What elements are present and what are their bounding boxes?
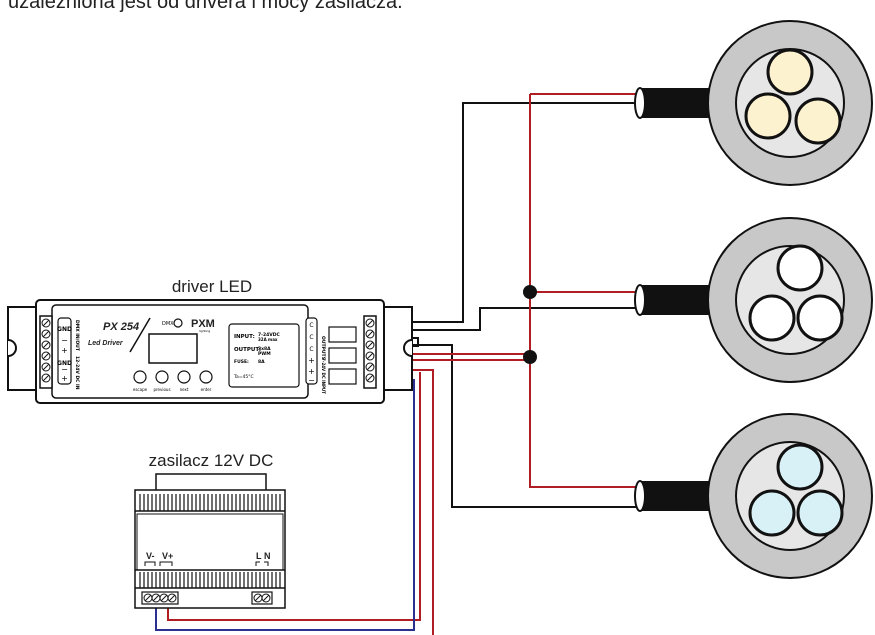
cable-lamp2 [634, 284, 718, 316]
psu-ribs-bottom [139, 572, 281, 588]
led-warm-top [766, 48, 814, 96]
driver-window-2 [328, 347, 357, 364]
wire-black-lamp3 [403, 344, 636, 508]
driver-spec-panel [228, 323, 300, 388]
svg-text:+: + [61, 346, 68, 355]
led-neutral-left [748, 294, 796, 342]
spec-output-val: 3x8A [258, 346, 271, 352]
cable-lamp3 [634, 480, 718, 512]
led-cold-top [776, 443, 824, 491]
psu-face-panel [136, 513, 284, 571]
led-warm-right [794, 97, 842, 145]
led-warm-left [744, 92, 792, 140]
svg-text:GND: GND [57, 360, 72, 367]
lamp-cold [707, 413, 873, 579]
psu-label-vminus: V- [146, 551, 155, 561]
driver-dmx-led [173, 318, 183, 328]
driver-caption: driver LED [172, 277, 252, 296]
power-supply: V- V+ L N [134, 473, 286, 609]
svg-text:−: − [308, 376, 315, 385]
driver-button-previous[interactable] [155, 370, 169, 384]
driver-terminals-right [363, 315, 377, 389]
driver-button-label-previous: previous [153, 387, 170, 392]
junction-dot-lower [523, 350, 537, 364]
spec-fuse-key: FUSE: [234, 359, 249, 365]
svg-text:−: − [61, 365, 68, 374]
spec-output-val2: PWM [258, 351, 271, 357]
led-neutral-top [776, 244, 824, 292]
driver-dmx-label: DMX [162, 321, 174, 327]
svg-text:−: − [61, 336, 68, 345]
spec-input-val: 7-24VDC [258, 332, 280, 338]
wire-red-common [403, 93, 636, 488]
wire-red-psu [380, 369, 434, 635]
driver-display [148, 333, 198, 364]
svg-text:+: + [61, 374, 68, 383]
spec-fuse-val: 8A [258, 359, 265, 365]
cable-stubs [634, 87, 718, 512]
psu-terminals-dc [141, 591, 179, 605]
psu-caption: zasilacz 12V DC [149, 451, 274, 470]
svg-text:GND: GND [57, 326, 72, 333]
driver-side-label-bottom: 12-24V DC IN [74, 356, 80, 390]
svg-text:C: C [309, 334, 313, 341]
svg-text:+: + [308, 367, 315, 376]
spec-output-key: OUTPUT: [234, 347, 261, 353]
driver-brand: PXM [191, 318, 215, 330]
driver-brand-sub: lighting [199, 329, 210, 333]
wire-red-psu-vplus [167, 372, 421, 621]
driver-side-label-top: DMX IN/OUT [74, 320, 80, 352]
led-cold-right [796, 489, 844, 537]
driver-button-label-enter: enter [201, 387, 212, 392]
junction-dot-upper [523, 285, 537, 299]
svg-text:C: C [309, 346, 313, 353]
driver-subtitle: Led Driver [88, 340, 124, 347]
intro-text: uzależniona jest od drivera i mocy zasil… [8, 0, 403, 13]
spec-input-key: INPUT: [234, 334, 255, 340]
led-cold-left [748, 489, 796, 537]
driver-window-1 [328, 326, 357, 343]
wire-black-lamp1 [403, 102, 636, 323]
psu-label-vplus: V+ [162, 551, 173, 561]
svg-text:C: C [309, 322, 313, 329]
driver-window-3 [328, 368, 357, 385]
cable-lamp1 [634, 87, 718, 119]
driver-model: PX 254 [103, 321, 139, 333]
driver-input-label: 7-24V DC INPUT [321, 358, 326, 394]
psu-label-l: L [256, 551, 262, 561]
lamp-neutral [707, 217, 873, 383]
driver-button-escape[interactable] [133, 370, 147, 384]
led-driver: GND − + GND − + DMX IN/OUT 12-24V DC IN … [7, 299, 413, 404]
spec-temp: Ta=45°C [233, 374, 254, 380]
psu-terminals-ac [251, 591, 273, 605]
driver-button-enter[interactable] [199, 370, 213, 384]
wire-black-lamp2 [403, 307, 636, 331]
psu-label-n: N [264, 551, 271, 561]
spec-input-val2: 32A max [258, 337, 278, 342]
driver-button-label-next: next [180, 387, 189, 392]
psu-ribs-top [139, 494, 281, 511]
driver-terminals-left: GND − + GND − + DMX IN/OUT 12-24V DC IN [39, 315, 80, 390]
driver-button-label-escape: escape [133, 387, 148, 392]
lamp-warm [707, 20, 873, 186]
svg-text:+: + [308, 356, 315, 365]
driver-outputs-label: OUTPUTS [320, 336, 326, 360]
driver-button-next[interactable] [177, 370, 191, 384]
led-neutral-right [796, 294, 844, 342]
